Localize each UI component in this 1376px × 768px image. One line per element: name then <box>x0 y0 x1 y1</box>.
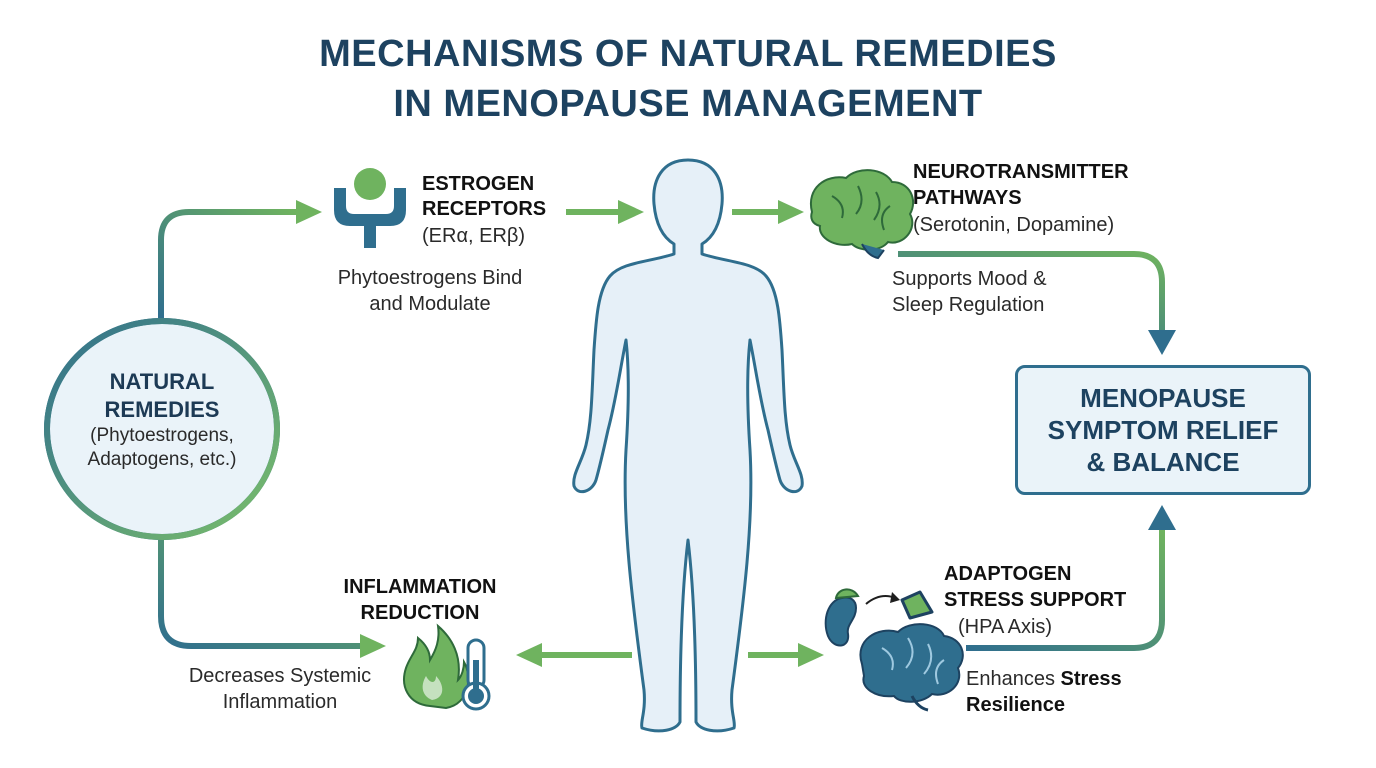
path-adaptogen-to-relief <box>966 530 1165 651</box>
estrogen-detail: (ERα, ERβ) <box>422 225 526 247</box>
title-line-2: IN MENOPAUSE MANAGEMENT <box>393 83 983 125</box>
natural-remedies-sub-2: Adaptogens, etc.) <box>87 449 237 470</box>
neuro-desc-1: Supports Mood & <box>892 268 1047 290</box>
natural-remedies-title-2: REMEDIES <box>104 397 220 422</box>
symptom-relief-box: MENOPAUSE SYMPTOM RELIEF & BALANCE <box>1015 365 1311 495</box>
natural-remedies-title-1: NATURAL <box>109 369 215 394</box>
estrogen-title-1: ESTROGEN <box>422 173 535 195</box>
adaptogen-desc-bold1: Stress <box>1060 668 1122 690</box>
natural-remedies-sub-1: (Phytoestrogens, <box>90 425 234 446</box>
symptom-relief-text: MENOPAUSE SYMPTOM RELIEF & BALANCE <box>1047 383 1279 477</box>
arrow-head-relief-bottom <box>1148 505 1176 530</box>
title-line-1: MECHANISMS OF NATURAL REMEDIES <box>319 33 1057 75</box>
adaptogen-detail: (HPA Axis) <box>958 616 1053 638</box>
neuro-title-2: PATHWAYS <box>913 187 1022 209</box>
adaptogen-title-2: STRESS SUPPORT <box>944 589 1127 611</box>
neuro-desc-2: Sleep Regulation <box>892 294 1045 316</box>
inflammation-desc-2: Inflammation <box>222 691 338 713</box>
path-remedies-to-estrogen <box>158 209 296 318</box>
neuro-detail: (Serotonin, Dopamine) <box>913 214 1115 236</box>
estrogen-desc-2: and Modulate <box>369 293 491 315</box>
estrogen-desc-1: Phytoestrogens Bind <box>337 267 523 289</box>
adaptogen-desc-1: Enhances Stress <box>966 667 1122 692</box>
path-neuro-to-relief <box>898 251 1165 330</box>
inflammation-title-1: INFLAMMATION <box>343 576 497 598</box>
adaptogen-desc-bold2: Resilience <box>966 694 1065 716</box>
inflammation-desc-1: Decreases Systemic <box>188 665 372 687</box>
estrogen-title-2: RECEPTORS <box>422 198 547 220</box>
adaptogen-desc-part1: Enhances <box>966 668 1061 690</box>
path-remedies-to-inflammation <box>158 540 360 649</box>
arrow-head-relief-top <box>1148 330 1176 355</box>
arrow-head-estrogen <box>296 200 322 224</box>
neuro-title-1: NEUROTRANSMITTER <box>913 161 1129 183</box>
inflammation-title-2: REDUCTION <box>360 602 480 624</box>
arrow-head-inflammation <box>360 634 386 658</box>
natural-remedies-text: NATURAL REMEDIES (Phytoestrogens, Adapto… <box>44 368 280 472</box>
adaptogen-title-1: ADAPTOGEN <box>944 563 1072 585</box>
